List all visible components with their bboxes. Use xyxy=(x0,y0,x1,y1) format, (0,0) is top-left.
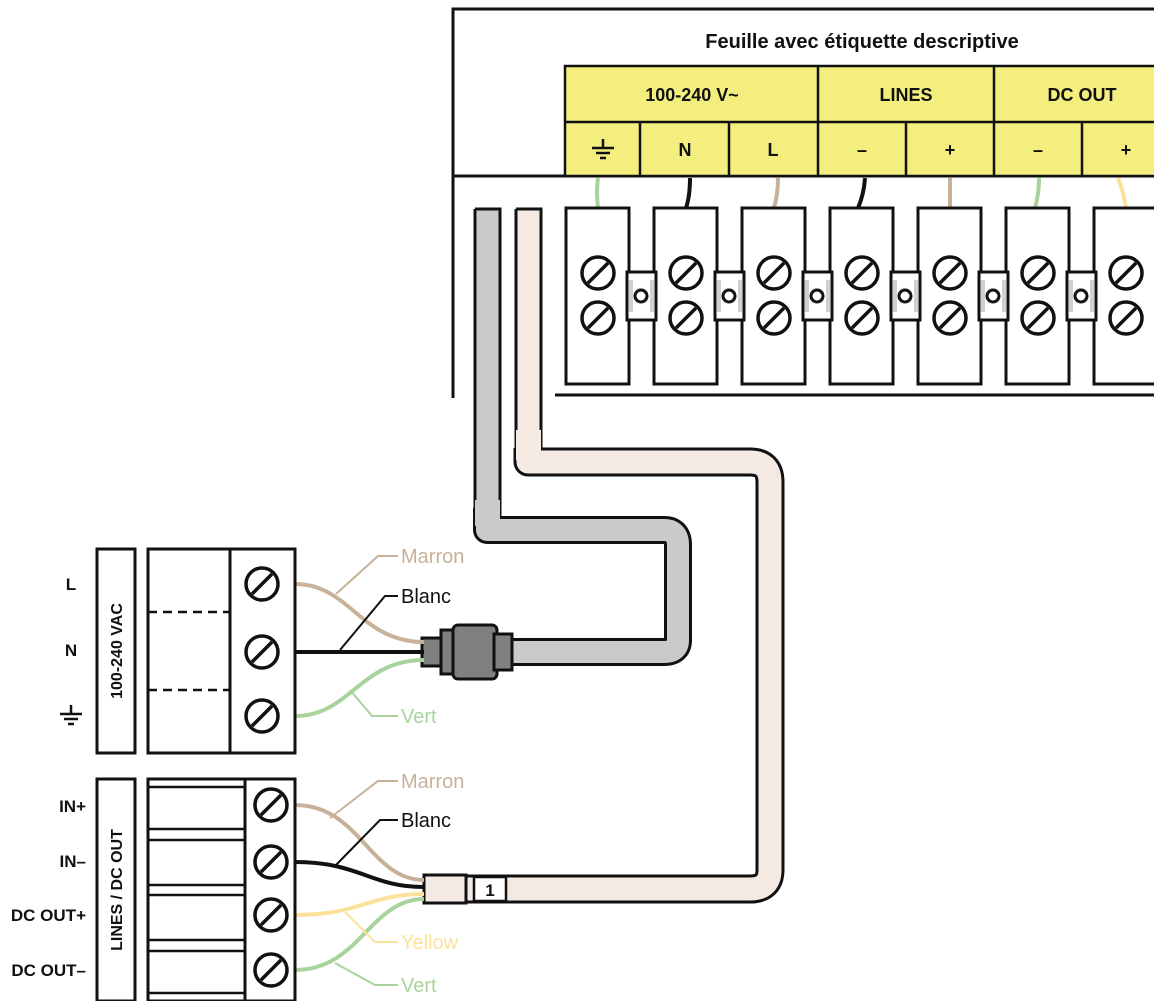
callout-marron: Marron xyxy=(401,771,464,793)
group-label-dc-out: DC OUT xyxy=(1048,85,1117,105)
internal-wires xyxy=(595,177,1128,209)
callout-yellow: Yellow xyxy=(401,932,459,954)
label-sheet xyxy=(563,64,1154,178)
terminal-label-lines-plus: + xyxy=(945,140,956,160)
ground-icon xyxy=(58,703,84,726)
pin-label-dc-out-plus: DC OUT+ xyxy=(11,906,86,925)
callout-vert: Vert xyxy=(401,975,437,997)
ac-cable-connector xyxy=(420,623,514,681)
callout-blanc: Blanc xyxy=(401,810,451,832)
pin-label-in-plus: IN+ xyxy=(59,797,86,816)
pin-label-dc-out-minus: DC OUT– xyxy=(11,961,86,980)
dc-callouts xyxy=(329,780,398,986)
pin-label-n: N xyxy=(65,641,77,660)
ac-wires xyxy=(294,582,425,718)
dc-wires xyxy=(294,803,425,972)
terminal-label-n: N xyxy=(679,140,692,160)
terminal-label-l: L xyxy=(768,140,779,160)
ac-cable xyxy=(473,508,692,666)
dc-terminal-connector xyxy=(95,777,297,1001)
dc-side-label: LINES / DC OUT xyxy=(109,829,126,951)
group-label-ac: 100-240 V~ xyxy=(645,85,739,105)
pin-label-in-minus: IN– xyxy=(60,852,86,871)
dc-cable-fill xyxy=(516,430,541,460)
dc-cable-end: 1 xyxy=(422,873,508,905)
terminal-label-lines-minus: – xyxy=(857,140,867,160)
callout-vert: Vert xyxy=(401,706,437,728)
cable-marker-text: 1 xyxy=(485,881,494,900)
callout-blanc: Blanc xyxy=(401,586,451,608)
dc-cable xyxy=(425,447,785,904)
ac-cable-fill xyxy=(475,500,500,526)
ac-side-label: 100-240 VAC xyxy=(109,603,126,699)
ac-terminal-connector xyxy=(95,547,297,755)
pin-label-l: L xyxy=(66,575,76,594)
terminal-block xyxy=(473,206,1154,520)
label-sheet-title: Feuille avec étiquette descriptive xyxy=(705,31,1018,53)
ac-callouts xyxy=(335,555,398,717)
callout-marron: Marron xyxy=(401,546,464,568)
terminal-label-dc-plus: + xyxy=(1121,140,1132,160)
group-label-lines: LINES xyxy=(879,85,932,105)
cable-marker xyxy=(472,875,508,903)
terminal-label-dc-minus: – xyxy=(1033,140,1043,160)
